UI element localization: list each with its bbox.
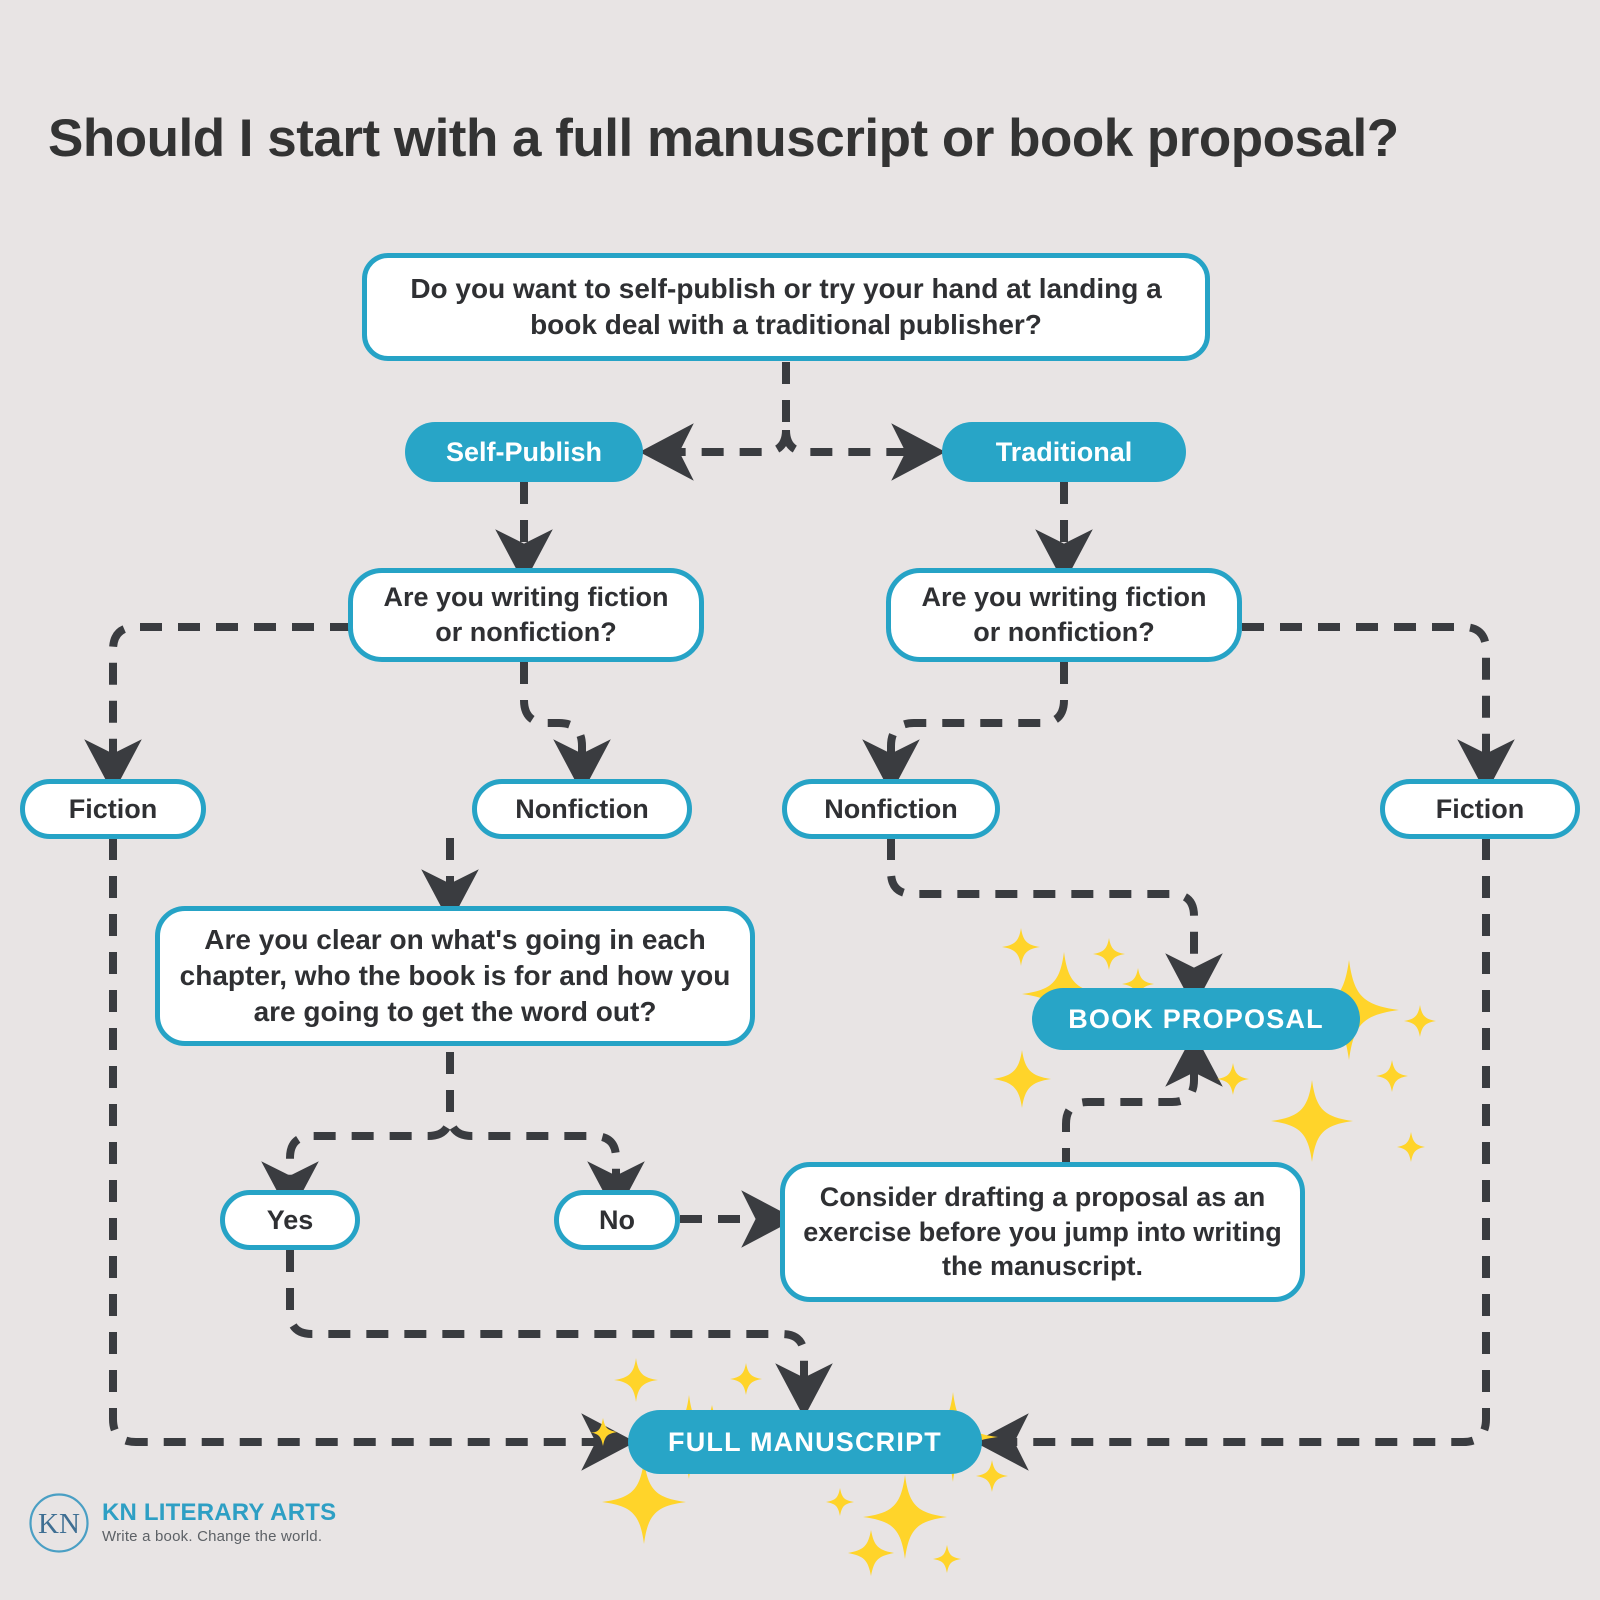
node-option-fiction-traditional[interactable]: Fiction: [1380, 779, 1580, 839]
node-label: FULL MANUSCRIPT: [668, 1426, 942, 1457]
node-label: Are you writing fiction or nonfiction?: [921, 582, 1207, 647]
node-question-genre-self-publish[interactable]: Are you writing fiction or nonfiction?: [348, 568, 704, 662]
edge-genre-left-nonfiction: [520, 662, 611, 794]
edge-genre-right-nonfiction: [862, 662, 1068, 794]
node-label: Nonfiction: [824, 793, 958, 824]
node-label: Fiction: [68, 793, 158, 824]
node-question-genre-traditional[interactable]: Are you writing fiction or nonfiction?: [886, 568, 1242, 662]
node-option-fiction-self-publish[interactable]: Fiction: [20, 779, 206, 839]
edge-split-traditional: [782, 423, 946, 481]
node-option-yes[interactable]: Yes: [220, 1190, 360, 1250]
node-option-nonfiction-self-publish[interactable]: Nonfiction: [472, 779, 692, 839]
node-option-no[interactable]: No: [554, 1190, 680, 1250]
node-label: Fiction: [1435, 793, 1525, 824]
brand-logo: KN KN LITERARY ARTS Write a book. Change…: [28, 1492, 336, 1554]
edge-advice-proposal: [1062, 1032, 1223, 1170]
node-label: No: [599, 1204, 635, 1235]
node-label: Self-Publish: [445, 436, 602, 467]
node-advice-draft-proposal[interactable]: Consider drafting a proposal as an exerc…: [780, 1162, 1305, 1302]
edge-nonfiction-right-proposal: [887, 838, 1223, 1008]
node-option-traditional[interactable]: Traditional: [942, 422, 1186, 482]
node-label: Traditional: [995, 436, 1133, 467]
edge-split-selfpublish: [639, 423, 790, 481]
edge-clear-no: [446, 1052, 645, 1216]
node-label: Are you writing fiction or nonfiction?: [383, 582, 669, 647]
node-label: Nonfiction: [515, 793, 649, 824]
node-outcome-full-manuscript[interactable]: FULL MANUSCRIPT: [628, 1410, 982, 1474]
node-question-start[interactable]: Do you want to self-publish or try your …: [362, 253, 1210, 361]
edge-fiction-right-manuscript: [974, 838, 1490, 1471]
brand-tagline: Write a book. Change the world.: [102, 1528, 323, 1546]
node-label: Consider drafting a proposal as an exerc…: [803, 1182, 1282, 1282]
node-option-nonfiction-traditional[interactable]: Nonfiction: [782, 779, 1000, 839]
edge-genre-left-fiction: [84, 623, 352, 794]
kn-monogram-icon: KN: [29, 1493, 89, 1553]
node-question-clarity[interactable]: Are you clear on what's going in each ch…: [155, 906, 755, 1046]
edge-clear-yes: [261, 1052, 454, 1216]
svg-text:KN: KN: [38, 1508, 80, 1540]
edge-yes-manuscript: [286, 1250, 833, 1418]
node-option-self-publish[interactable]: Self-Publish: [405, 422, 643, 482]
node-label: Do you want to self-publish or try your …: [410, 273, 1162, 340]
node-label: Yes: [266, 1204, 314, 1235]
node-label: BOOK PROPOSAL: [1068, 1003, 1324, 1034]
edge-fiction-left-manuscript: [109, 838, 636, 1471]
node-label: Are you clear on what's going in each ch…: [179, 924, 731, 1027]
page-title: Should I start with a full manuscript or…: [48, 109, 1399, 168]
brand-name: KN LITERARY ARTS: [102, 1498, 337, 1526]
node-outcome-book-proposal[interactable]: BOOK PROPOSAL: [1032, 988, 1360, 1050]
edge-genre-right-fiction: [1242, 623, 1515, 794]
